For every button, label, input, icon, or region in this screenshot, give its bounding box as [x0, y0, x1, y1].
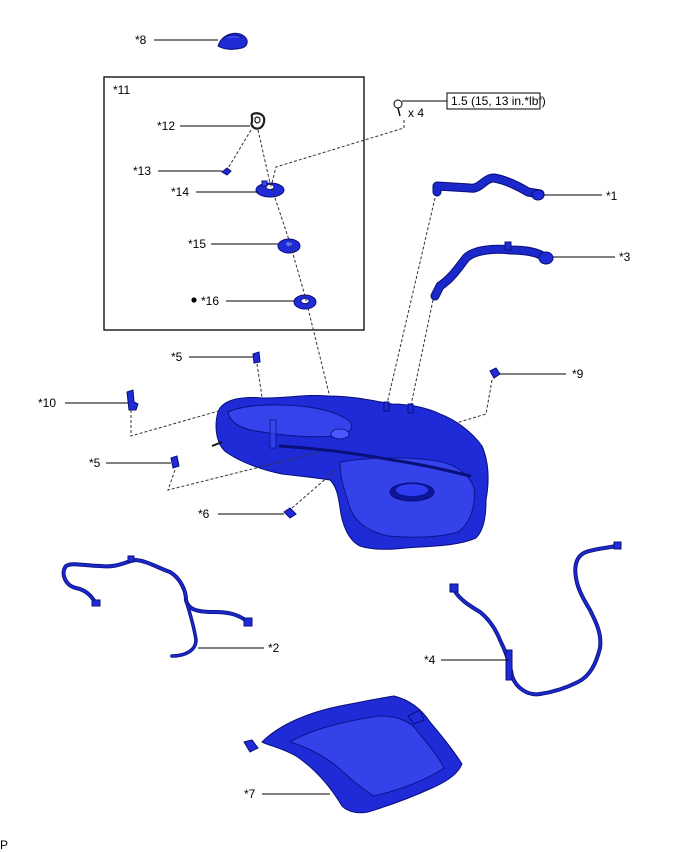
callout-12: *12 — [157, 119, 175, 133]
dash-12-down — [257, 129, 339, 431]
part-5a-clip — [252, 351, 261, 364]
corner-mark: P — [0, 838, 8, 852]
bolt-qty: x 4 — [408, 106, 424, 120]
callout-14: *14 — [171, 185, 189, 199]
part-15-disc — [277, 238, 301, 254]
callout-13: *13 — [133, 164, 151, 178]
torque-box — [446, 92, 541, 110]
callout-3: *3 — [619, 250, 631, 264]
part-7-protector — [243, 695, 463, 814]
inset-box-11 — [103, 76, 365, 331]
part-4-harness — [449, 541, 622, 697]
part-14-gauge — [255, 180, 285, 198]
callout-6: *6 — [198, 507, 210, 521]
dash-10 — [130, 409, 223, 437]
callout-11: *11 — [113, 83, 130, 97]
part-9-clip — [489, 367, 501, 379]
dash-5b — [167, 451, 321, 491]
part-16-ring — [293, 294, 317, 310]
dash-1-tank — [385, 197, 436, 409]
part-5b-clip — [170, 455, 180, 469]
dash-12-13 — [226, 129, 252, 171]
dash-3-tank — [409, 299, 434, 411]
callout-15: *15 — [188, 237, 206, 251]
callout-8: *8 — [135, 33, 147, 47]
callout-5b: *5 — [89, 456, 101, 470]
callout-4: *4 — [424, 653, 436, 667]
part-3-hose — [430, 241, 554, 301]
part-6-clip — [283, 507, 297, 519]
fuel-tank — [211, 394, 489, 550]
non-reusable-dot-icon — [191, 297, 197, 303]
callout-16: *16 — [201, 294, 219, 308]
callout-10: *10 — [38, 396, 56, 410]
callout-1: *1 — [606, 189, 618, 203]
callout-2: *2 — [268, 641, 280, 655]
part-13-clip — [221, 167, 232, 176]
torque-spec: 1.5 (15, 13 in.*lbf) — [451, 94, 546, 108]
callout-9: *9 — [572, 367, 584, 381]
part-12-gasket — [250, 112, 266, 130]
dash-bolt — [271, 120, 405, 184]
part-8-cover — [217, 32, 248, 50]
callout-5a: *5 — [171, 350, 183, 364]
part-10-clip — [126, 389, 139, 411]
part-1-hose — [432, 173, 545, 201]
part-2-harness — [61, 555, 253, 658]
callout-7: *7 — [244, 787, 256, 801]
bolt-icon — [393, 99, 403, 117]
